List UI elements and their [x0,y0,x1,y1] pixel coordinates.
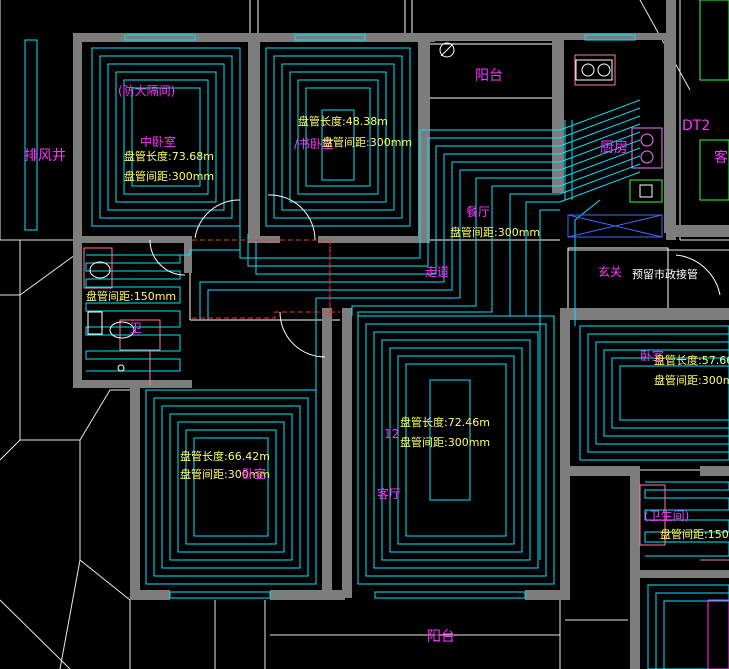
study-spacing: 盘管间距:300mm [322,135,412,149]
bath-left-spacing: 盘管间距:150mm [86,289,176,303]
floor-drain-icon [117,42,455,372]
stove-icon [631,127,663,169]
manifold-icon [567,179,663,238]
study-room: /书卧室 [294,136,334,151]
master-spacing: 盘管间距:300m [654,373,729,387]
master-room: 卧室 [640,348,664,363]
dining-room: 餐厅 [466,204,490,219]
doors [149,194,721,358]
dining-spacing: 盘管间距:300mm [450,225,540,239]
kitchen-label: 厨房 [600,140,628,156]
exhaust-shaft-label: 排风井 [24,148,66,164]
fangda-room: 中卧室 [140,134,176,149]
fangda-note: (防大隔间) [118,83,175,98]
heating-coils [85,47,729,669]
corridor-label: 走道 [425,265,449,279]
bedroom2-length: 盘管长度:66.42m [180,449,270,463]
living-length: 盘管长度:72.46m [400,415,490,429]
walls [73,0,729,669]
fangda-spacing: 盘管间距:300mm [124,169,214,183]
fixtures [83,54,729,561]
study-length: 盘管长度:48.38m [298,114,388,128]
dt2-label: DT2 [682,118,710,134]
ke-fragment-label: 客 [714,149,728,166]
right-fixtures [699,0,729,669]
living-prefix: 12 [384,427,399,441]
living-room-label: 客厅 [377,486,401,501]
bath-left-mark: 卫 [130,321,142,335]
bath-right-room: (卫生间) [644,509,689,523]
reserved-pipe-label: 预留市政接管 [632,267,698,281]
bedroom2-room-suffix: 卧室 [242,466,266,481]
living-spacing: 盘管间距:300mm [400,435,490,449]
fangda-length: 盘管长度:73.68m [124,149,214,163]
master-length: 盘管长度:57.66 [654,353,729,367]
balcony-bottom-label: 阳台 [427,629,455,645]
bedroom2-spacing: 盘管间距:300mm [180,467,270,481]
bath-right-spacing: 盘管间距:150m [660,527,729,541]
entrance-label: 玄关 [598,264,622,279]
balcony-top-label: 阳台 [475,68,503,84]
labels: 排风井 阳台 厨房 DT2 客 玄关 预留市政接管 走道 客厅 阳台 (防大隔间… [24,68,729,645]
toilet-icon [87,261,135,339]
windows [24,34,636,599]
sink-icon [575,59,613,81]
